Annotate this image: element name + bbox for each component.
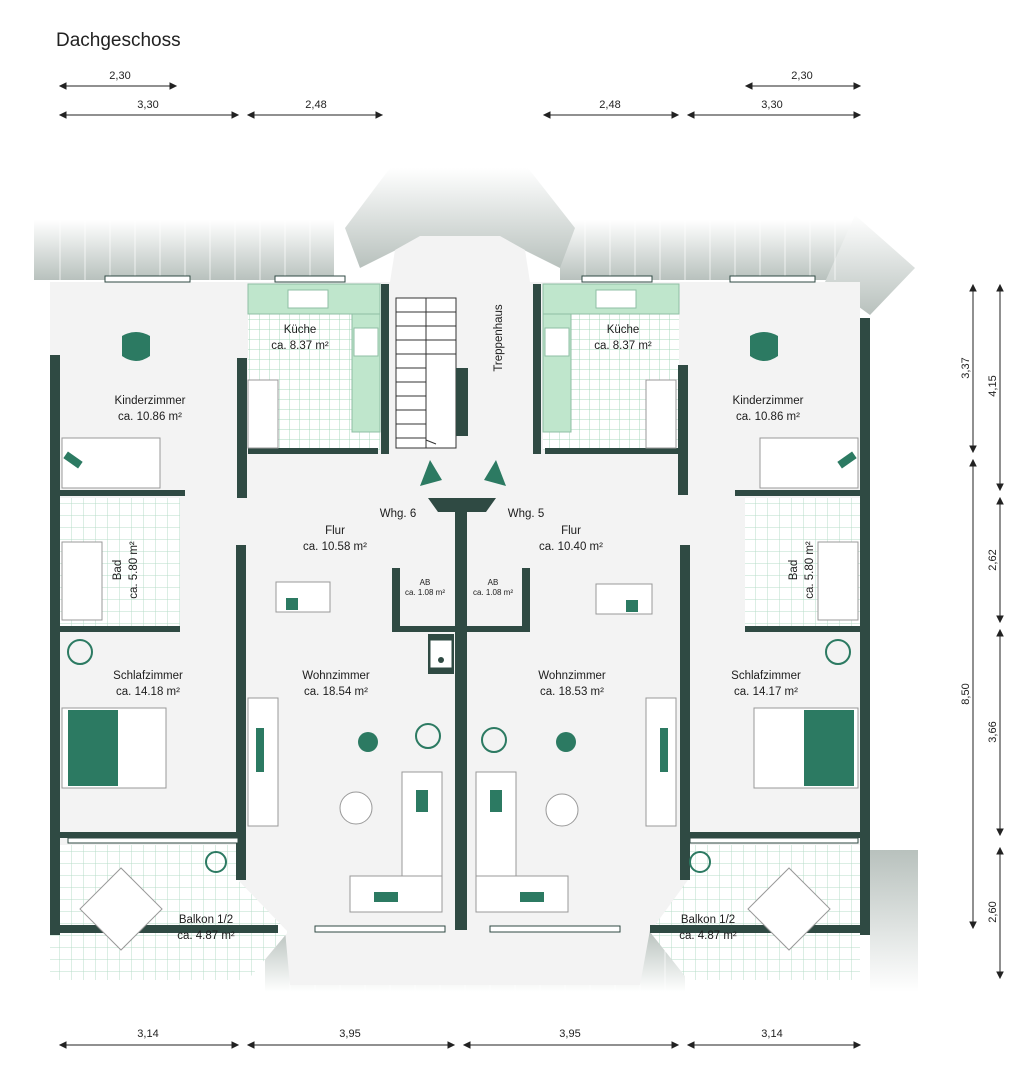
- room-area: ca. 14.18 m²: [116, 686, 180, 698]
- dim-top-1: 2,30: [109, 70, 131, 82]
- room-area: ca. 5.80 m²: [128, 541, 140, 599]
- balcony-tables: [79, 791, 831, 951]
- dim-right-4: 8,50: [960, 683, 972, 705]
- dim-right-5: 3,66: [987, 721, 999, 743]
- label-whg5: Whg. 5: [507, 508, 545, 520]
- room-area: ca. 8.37 m²: [271, 340, 329, 352]
- room-schlafzimmer-left: Schlafzimmer ca. 14.18 m²: [100, 668, 196, 700]
- kitchen-counters: [247, 283, 680, 433]
- room-name: Kinderzimmer: [732, 395, 804, 407]
- room-treppenhaus: Treppenhaus: [493, 304, 505, 372]
- room-area: ca. 18.54 m²: [304, 686, 368, 698]
- room-bad-right: Bad ca. 5.80 m²: [786, 530, 818, 610]
- dimension-lines-top: [58, 82, 862, 119]
- dim-top-4: 2,48: [599, 99, 621, 111]
- dim-bottom-2: 3,95: [339, 1028, 361, 1040]
- windows: [67, 275, 859, 933]
- dim-bottom-1: 3,14: [137, 1028, 159, 1040]
- dimension-lines-bottom: [58, 1041, 862, 1049]
- room-name: Küche: [606, 324, 640, 336]
- room-name: Bad: [112, 559, 124, 581]
- room-ab-left: AB ca. 1.08 m²: [398, 578, 452, 598]
- room-name: Bad: [788, 559, 800, 581]
- dim-bottom-4: 3,14: [761, 1028, 783, 1040]
- room-name: Schlafzimmer: [731, 670, 801, 682]
- dim-right-2: 4,15: [987, 375, 999, 397]
- dim-top-5: 3,30: [761, 99, 783, 111]
- room-area: ca. 14.17 m²: [734, 686, 798, 698]
- room-name: Küche: [283, 324, 317, 336]
- room-bad-left: Bad ca. 5.80 m²: [110, 530, 142, 610]
- page-title: Dachgeschoss: [56, 30, 181, 51]
- room-name: Wohnzimmer: [302, 670, 370, 682]
- dim-right-6: 2,60: [987, 901, 999, 923]
- room-flur-left: Flur ca. 10.58 m²: [290, 523, 380, 555]
- room-balkon-right: Balkon 1/2 ca. 4.87 m²: [668, 912, 748, 944]
- room-name: AB: [487, 578, 499, 587]
- room-name: Flur: [325, 525, 345, 537]
- plants: [67, 639, 851, 873]
- room-area: ca. 10.86 m²: [118, 411, 182, 423]
- furniture: [61, 379, 859, 913]
- room-area: ca. 4.87 m²: [679, 930, 737, 942]
- room-name: Wohnzimmer: [538, 670, 606, 682]
- room-area: ca. 10.40 m²: [539, 541, 603, 553]
- dim-right-1: 3,37: [960, 357, 972, 379]
- room-balkon-left: Balkon 1/2 ca. 4.87 m²: [166, 912, 246, 944]
- dim-top-6: 2,30: [791, 70, 813, 82]
- walls: [50, 284, 870, 935]
- room-area: ca. 4.87 m²: [177, 930, 235, 942]
- decor-accents: [63, 332, 857, 902]
- label-whg6: Whg. 6: [379, 508, 417, 520]
- dim-right-3: 2,62: [987, 549, 999, 571]
- room-area: ca. 5.80 m²: [804, 541, 816, 599]
- dim-top-3: 2,48: [305, 99, 327, 111]
- dim-bottom-3: 3,95: [559, 1028, 581, 1040]
- room-area: ca. 10.86 m²: [736, 411, 800, 423]
- room-name: Balkon 1/2: [178, 914, 234, 926]
- room-area: ca. 8.37 m²: [594, 340, 652, 352]
- room-ab-right: AB ca. 1.08 m²: [466, 578, 520, 598]
- room-kinderzimmer-right: Kinderzimmer ca. 10.86 m²: [718, 393, 818, 425]
- room-name: Kinderzimmer: [114, 395, 186, 407]
- room-name: Flur: [561, 525, 581, 537]
- room-area: ca. 10.58 m²: [303, 541, 367, 553]
- room-name: Schlafzimmer: [113, 670, 183, 682]
- room-name: AB: [419, 578, 431, 587]
- room-kueche-left: Küche ca. 8.37 m²: [260, 322, 340, 354]
- room-wohnzimmer-left: Wohnzimmer ca. 18.54 m²: [288, 668, 384, 700]
- room-wohnzimmer-right: Wohnzimmer ca. 18.53 m²: [524, 668, 620, 700]
- dimension-lines-right: [969, 283, 1004, 980]
- room-name: Balkon 1/2: [680, 914, 736, 926]
- room-area: ca. 1.08 m²: [472, 588, 513, 597]
- room-kinderzimmer-left: Kinderzimmer ca. 10.86 m²: [100, 393, 200, 425]
- room-kueche-right: Küche ca. 8.37 m²: [583, 322, 663, 354]
- room-area: ca. 18.53 m²: [540, 686, 604, 698]
- dim-top-2: 3,30: [137, 99, 159, 111]
- stairs: [395, 297, 457, 449]
- room-flur-right: Flur ca. 10.40 m²: [526, 523, 616, 555]
- room-schlafzimmer-right: Schlafzimmer ca. 14.17 m²: [718, 668, 814, 700]
- room-area: ca. 1.08 m²: [404, 588, 445, 597]
